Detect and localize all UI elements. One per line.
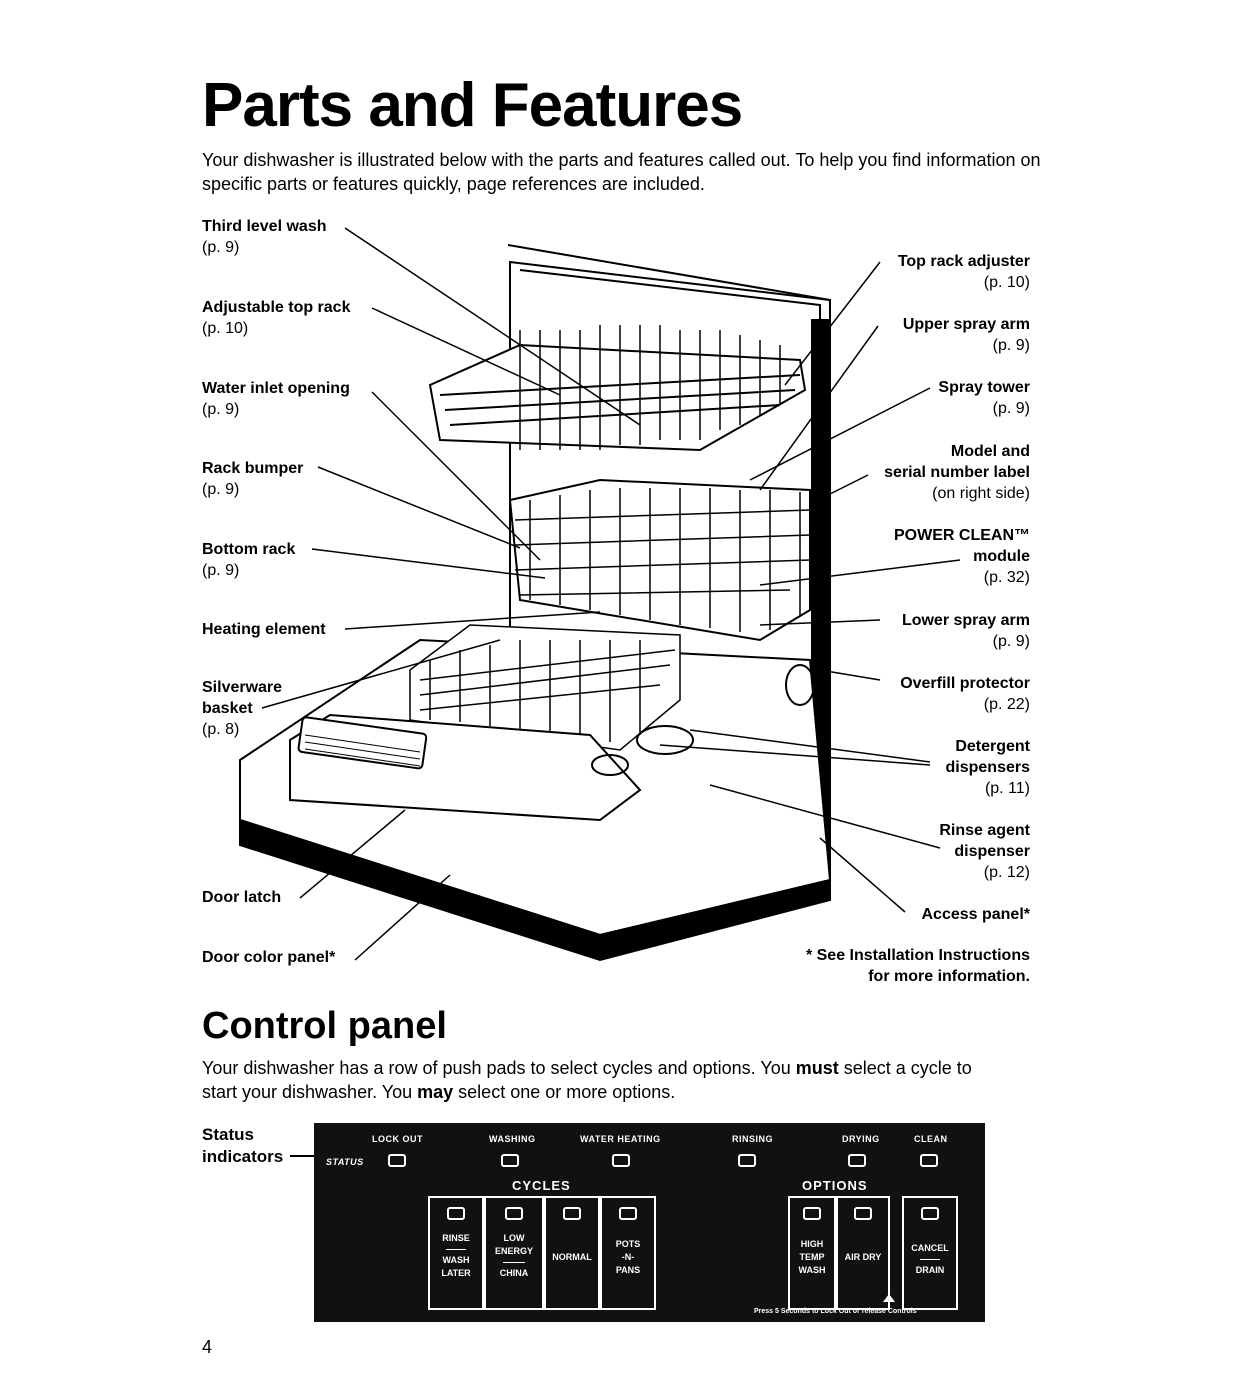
triangle-up-icon: [883, 1294, 895, 1302]
indicator-water-heating-label: WATER HEATING: [580, 1134, 661, 1144]
label-access-panel: Access panel*: [921, 906, 1030, 923]
label-water-inlet-opening: Water inlet opening(p. 9): [202, 380, 350, 418]
label-upper-spray-arm: Upper spray arm(p. 9): [902, 316, 1030, 354]
page-title: Parts and Features: [202, 71, 743, 140]
indicator-drying-label: DRYING: [842, 1134, 880, 1144]
water-heating-led: [612, 1154, 630, 1167]
indicator-lock-out-label: LOCK OUT: [372, 1134, 423, 1144]
label-lower-spray-arm: Lower spray arm(p. 9): [901, 612, 1030, 650]
label-adjustable-top-rack: Adjustable top rack(p. 10): [202, 299, 351, 337]
cycles-title: CYCLES: [512, 1178, 571, 1193]
rinsing-led: [738, 1154, 756, 1167]
label-rack-bumper: Rack bumper(p. 9): [202, 460, 304, 498]
control-panel-heading: Control panel: [202, 1005, 447, 1047]
indicator-rinsing-label: RINSING: [732, 1134, 774, 1144]
label-third-level-wash: Third level wash(p. 9): [202, 218, 327, 256]
normal-cycle-button[interactable]: NORMAL: [544, 1196, 600, 1310]
control-panel-intro: Your dishwasher has a row of push pads t…: [202, 1058, 972, 1102]
label-bottom-rack: Bottom rack(p. 9): [202, 541, 296, 579]
lock-out-led: [388, 1154, 406, 1167]
rinse-wash-later-button[interactable]: RINSE WASH LATER: [428, 1196, 484, 1310]
silverware-basket-drawing: [409, 624, 681, 751]
high-temp-wash-button[interactable]: HIGH TEMP WASH: [788, 1196, 836, 1310]
label-door-latch: Door latch: [202, 889, 282, 906]
label-door-color-panel: Door color panel*: [202, 949, 336, 966]
indicator-clean-label: CLEAN: [914, 1134, 948, 1144]
label-overfill-protector: Overfill protector(p. 22): [900, 675, 1030, 713]
status-text: STATUS: [326, 1157, 364, 1167]
drying-led: [848, 1154, 866, 1167]
lockout-note: Press 5 Seconds to Lock Out or release C…: [754, 1308, 917, 1315]
indicator-washing-label: WASHING: [489, 1134, 536, 1144]
control-panel: STATUS LOCK OUT WASHING WATER HEATING RI…: [314, 1123, 985, 1322]
label-spray-tower: Spray tower(p. 9): [938, 379, 1030, 417]
clean-led: [920, 1154, 938, 1167]
lower-rack-drawing: [508, 478, 811, 642]
pots-n-pans-button[interactable]: POTS -N- PANS: [600, 1196, 656, 1310]
options-title: OPTIONS: [802, 1178, 868, 1193]
label-heating-element: Heating element: [202, 621, 326, 638]
low-energy-china-button[interactable]: LOW ENERGY CHINA: [484, 1196, 544, 1310]
air-dry-button[interactable]: AIR DRY: [836, 1196, 890, 1310]
page-number: 4: [202, 1337, 213, 1357]
dishwasher-illustration: [239, 227, 961, 962]
intro-paragraph: Your dishwasher is illustrated below wit…: [202, 150, 1041, 194]
status-indicators-label: Status indicators: [202, 1125, 284, 1166]
cancel-drain-button[interactable]: CANCEL DRAIN: [902, 1196, 958, 1310]
label-top-rack-adjuster: Top rack adjuster(p. 10): [897, 253, 1030, 291]
washing-led: [501, 1154, 519, 1167]
